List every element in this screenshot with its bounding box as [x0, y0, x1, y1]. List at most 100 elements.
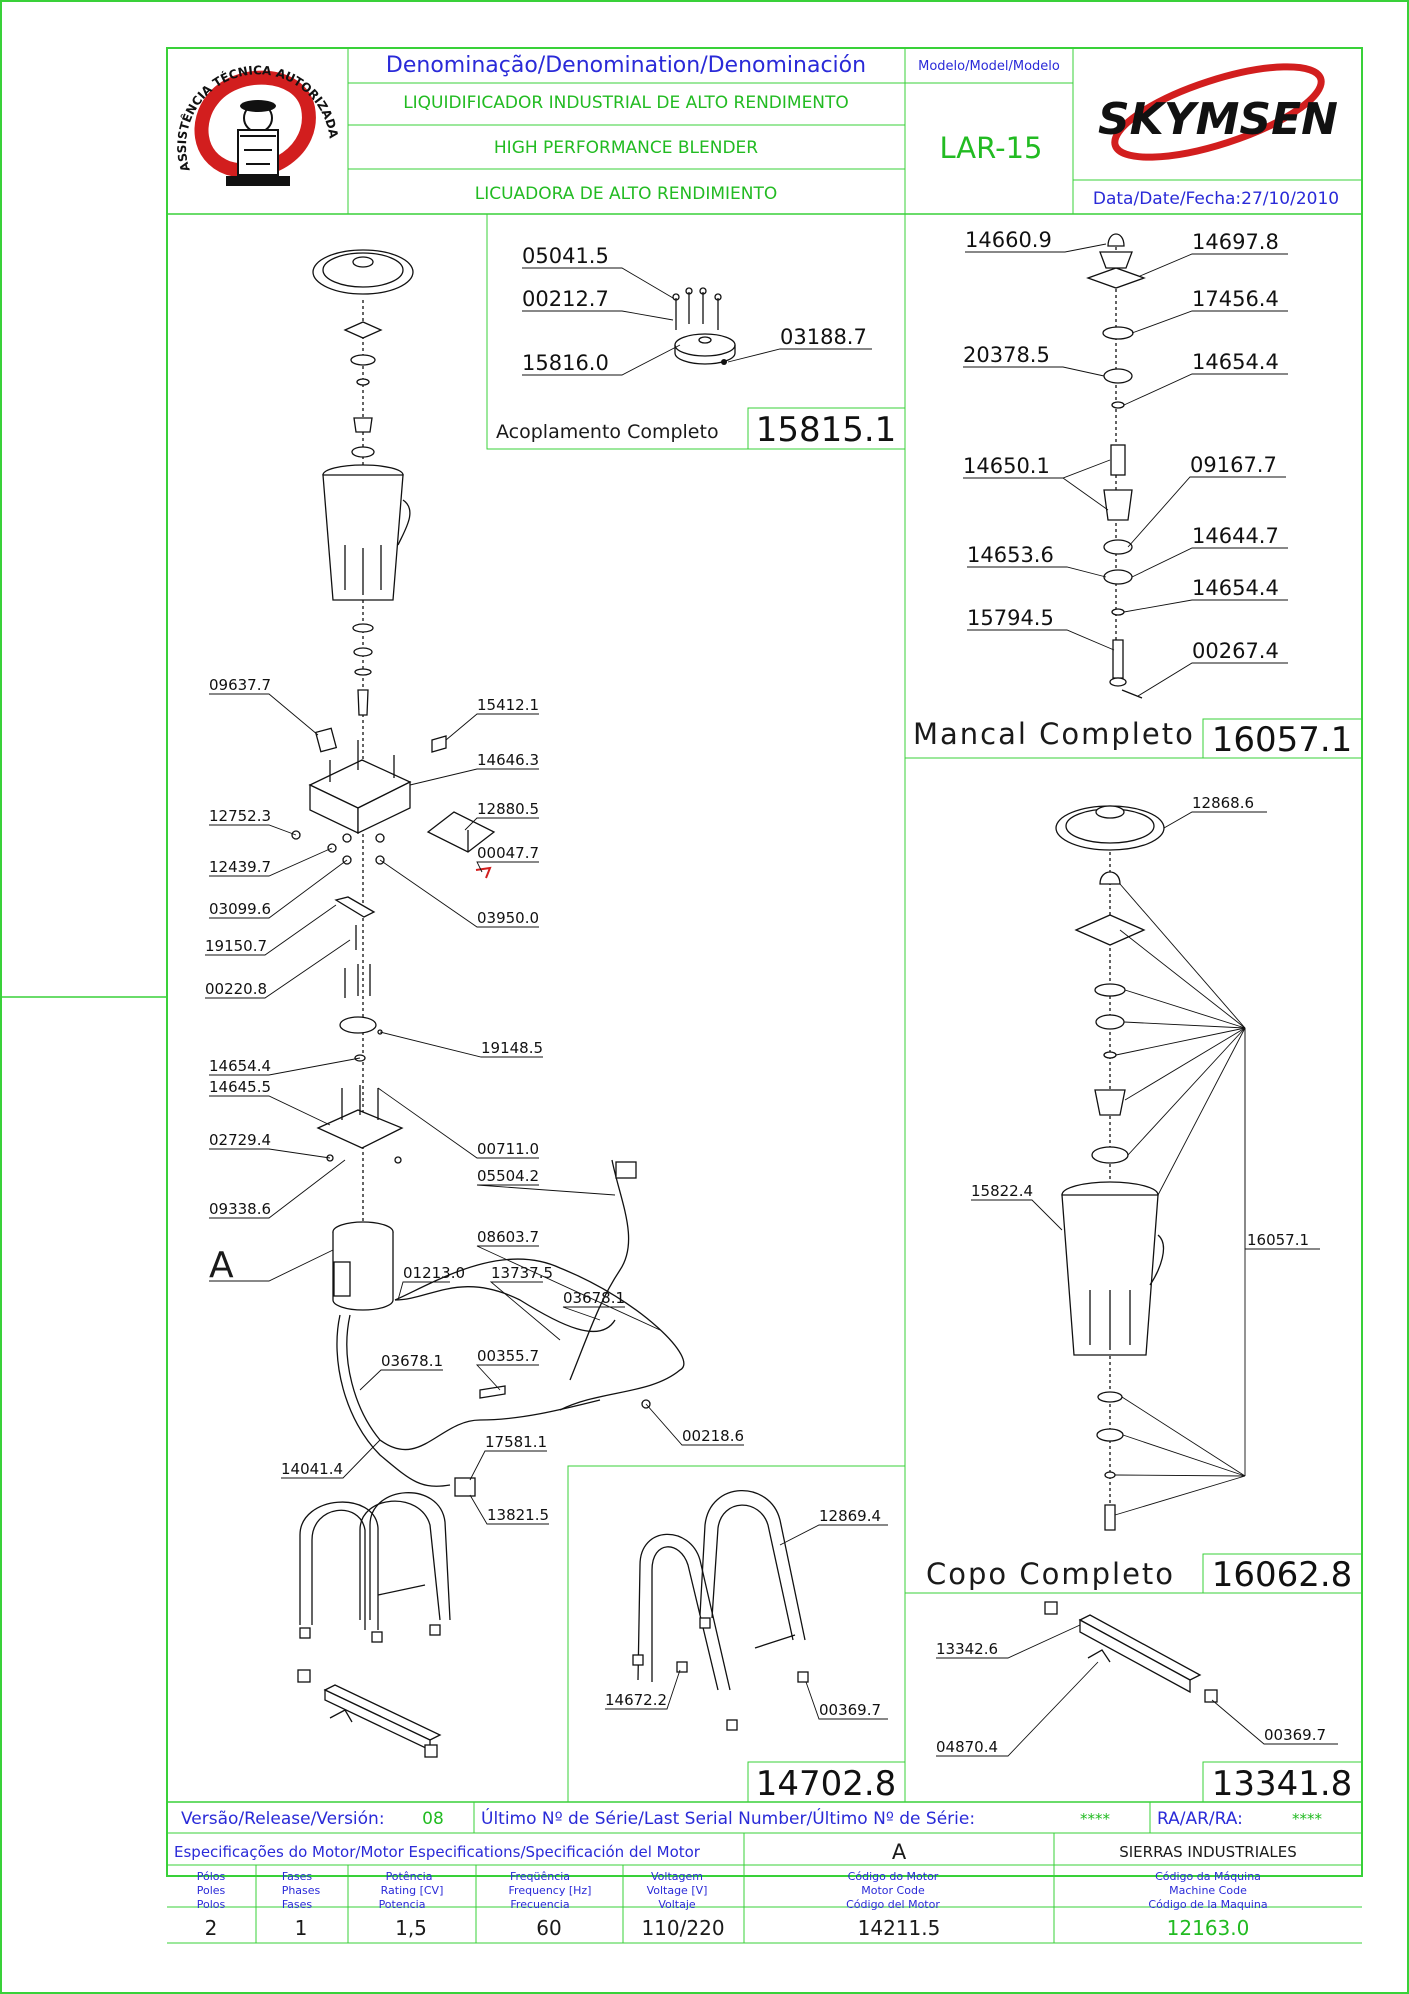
svg-text:Voltaje: Voltaje — [658, 1898, 696, 1911]
part-label: 00355.7 — [477, 1347, 539, 1365]
svg-text:Frequency [Hz]: Frequency [Hz] — [509, 1884, 592, 1897]
part-label: 15816.0 — [522, 351, 609, 375]
part-label: 05504.2 — [477, 1167, 539, 1185]
part-label: 17456.4 — [1192, 287, 1279, 311]
svg-text:Rating [CV]: Rating [CV] — [381, 1884, 444, 1897]
part-label: 09167.7 — [1190, 453, 1277, 477]
part-label: 03950.0 — [477, 909, 539, 927]
skymsen-logo: SKYMSEN — [1098, 63, 1338, 161]
part-label: 13737.5 — [491, 1264, 553, 1282]
part-label: 14697.8 — [1192, 230, 1279, 254]
part-label: 14654.4 — [209, 1057, 271, 1075]
part-label: 03188.7 — [780, 325, 867, 349]
part-label: 14654.4 — [1192, 576, 1279, 600]
motor-manufacturer: SIERRAS INDUSTRIALES — [1119, 1843, 1297, 1861]
part-label: 02729.4 — [209, 1131, 271, 1149]
cup-assembly-drawing — [1055, 805, 1165, 1531]
main-exploded-drawing — [291, 249, 685, 1758]
power-value: 1,5 — [395, 1916, 427, 1940]
part-label: 00047.7 — [477, 844, 539, 862]
bearing-assembly-code: 16057.1 — [1212, 720, 1353, 760]
part-label: 14653.6 — [967, 543, 1054, 567]
part-label: 00711.0 — [477, 1140, 539, 1158]
model-value: LAR-15 — [939, 131, 1042, 165]
coupling-assembly-code: 15815.1 — [756, 410, 897, 450]
voltage-value: 110/220 — [641, 1916, 724, 1940]
part-label: 13342.6 — [936, 1640, 998, 1658]
stand-assembly-drawing — [632, 1490, 809, 1731]
svg-text:Código da Máquina: Código da Máquina — [1155, 1870, 1261, 1883]
bearing-assembly-title: Mancal Completo — [913, 717, 1195, 751]
part-label: 00369.7 — [1264, 1726, 1326, 1744]
part-label: 12868.6 — [1192, 794, 1254, 812]
part-label: 16057.1 — [1247, 1231, 1309, 1249]
phases-value: 1 — [295, 1916, 308, 1940]
part-label: 14644.7 — [1192, 524, 1279, 548]
part-label: 04870.4 — [936, 1738, 998, 1756]
part-label: 14645.5 — [209, 1078, 271, 1096]
denomination-title: Denominação/Denomination/Denominación — [386, 53, 866, 78]
svg-text:Código de la Maquina: Código de la Maquina — [1148, 1898, 1267, 1911]
motor-label-a: A — [209, 1245, 234, 1286]
motor-spec-title: Especificações do Motor/Motor Especifica… — [174, 1843, 701, 1861]
part-label: 09637.7 — [209, 676, 271, 694]
motor-spec-values: 2 1 1,5 60 110/220 14211.5 12163.0 — [205, 1916, 1250, 1940]
svg-text:Potencia: Potencia — [379, 1898, 426, 1911]
part-label: 14041.4 — [281, 1460, 343, 1478]
part-label: 00369.7 — [819, 1701, 881, 1719]
part-label: 12880.5 — [477, 800, 539, 818]
part-label: 20378.5 — [963, 343, 1050, 367]
part-label: 14646.3 — [477, 751, 539, 769]
release-label: Versão/Release/Versión: — [181, 1809, 385, 1829]
product-name-es: LICUADORA DE ALTO RENDIMIENTO — [475, 184, 778, 204]
part-label: 03099.6 — [209, 900, 271, 918]
motor-letter: A — [892, 1840, 907, 1864]
machine-code-value: 12163.0 — [1167, 1916, 1250, 1940]
cup-assembly-code: 16062.8 — [1212, 1555, 1353, 1595]
motor-spec-headers: Pólos Poles Polos Fases Phases Fases Pot… — [197, 1870, 1268, 1911]
part-label: 15412.1 — [477, 696, 539, 714]
svg-text:Voltagem: Voltagem — [651, 1870, 703, 1883]
part-label: 14650.1 — [963, 454, 1050, 478]
part-label: 12752.3 — [209, 807, 271, 825]
svg-text:Polos: Polos — [197, 1898, 226, 1911]
svg-text:Potência: Potência — [386, 1870, 433, 1883]
stand-assembly-code: 14702.8 — [756, 1764, 897, 1804]
svg-text:Fases: Fases — [282, 1898, 313, 1911]
ra-value: **** — [1292, 1810, 1323, 1828]
svg-text:Motor Code: Motor Code — [861, 1884, 925, 1897]
base-assembly-code: 13341.8 — [1212, 1764, 1353, 1804]
svg-text:Fases: Fases — [282, 1870, 313, 1883]
part-label: 00267.4 — [1192, 639, 1279, 663]
ra-label: RA/AR/RA: — [1157, 1809, 1243, 1829]
coupling-assembly-title: Acoplamento Completo — [496, 421, 719, 443]
svg-text:Machine Code: Machine Code — [1169, 1884, 1247, 1897]
part-label: 14654.4 — [1192, 350, 1279, 374]
part-label: 12869.4 — [819, 1507, 881, 1525]
svg-text:Frecuencia: Frecuencia — [510, 1898, 569, 1911]
authorized-service-seal: ASSISTÊNCIA TÉCNICA AUTORIZADA — [175, 63, 341, 206]
brand-name: SKYMSEN — [1098, 94, 1338, 145]
svg-text:Voltage [V]: Voltage [V] — [647, 1884, 708, 1897]
coupling-assembly-drawing — [672, 287, 736, 365]
part-label: 00220.8 — [205, 980, 267, 998]
part-label: 19150.7 — [205, 937, 267, 955]
part-label: 17581.1 — [485, 1433, 547, 1451]
part-label: 14672.2 — [605, 1691, 667, 1709]
date-label: Data/Date/Fecha:27/10/2010 — [1093, 189, 1339, 209]
motor-code-value: 14211.5 — [858, 1916, 941, 1940]
part-label: 12439.7 — [209, 858, 271, 876]
part-label: 05041.5 — [522, 244, 609, 268]
model-title: Modelo/Model/Modelo — [918, 59, 1060, 74]
part-label: 00218.6 — [682, 1427, 744, 1445]
product-name-pt: LIQUIDIFICADOR INDUSTRIAL DE ALTO RENDIM… — [403, 93, 849, 113]
bearing-assembly-drawing — [1086, 233, 1146, 699]
svg-text:Código do Motor: Código do Motor — [848, 1870, 939, 1883]
part-label: 08603.7 — [477, 1228, 539, 1246]
part-label: 19148.5 — [481, 1039, 543, 1057]
svg-text:Phases: Phases — [282, 1884, 321, 1897]
svg-text:Freqüência: Freqüência — [510, 1870, 570, 1883]
part-label: 03678.1 — [563, 1289, 625, 1307]
